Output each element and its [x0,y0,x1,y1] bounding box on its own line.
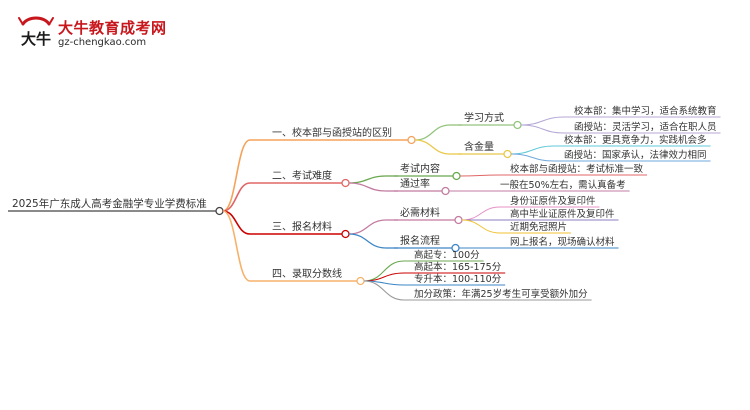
connector-line [510,145,555,155]
connector-line [222,182,251,212]
connector-line [348,233,387,249]
connector-line [222,210,251,282]
connector-line [348,175,387,184]
connector-line [414,139,451,155]
site-logo[interactable]: 大牛 大牛教育成考网 gz-chengkao.com [18,14,178,54]
leaf-topic: 函授站：灵活学习，适合在职人员 [574,121,717,133]
node-dot [441,186,450,196]
subtopic-2-2: 通过率 [400,177,430,190]
leaf-topic: 函授站：国家承认，法律效力相同 [564,149,707,161]
subtopic-1-2: 含金量 [464,140,494,153]
connector-line [222,139,251,212]
connector-line [348,182,387,192]
connector-line [461,219,501,234]
node-dot [454,215,463,225]
branch-topic-3: 三、报名材料 [272,220,332,233]
leaf-topic: 高起本：165-175分 [414,261,502,273]
leaf-topic: 加分政策：年满25岁考生可享受额外加分 [414,288,588,300]
connector-line [520,116,565,126]
leaf-topic: 高中毕业证原件及复印件 [510,208,615,220]
leaf-topic: 校本部：集中学习，适合系统教育 [574,105,717,117]
subtopic-1-1: 学习方式 [464,111,504,124]
connector-line [363,260,405,282]
subtopic-3-1: 必需材料 [400,206,440,219]
leaf-topic: 专升本：100-110分 [414,273,502,285]
subtopic-2-1: 考试内容 [400,162,440,175]
connector-line [510,153,555,162]
leaf-topic: 校本部：更具竞争力，实践机会多 [564,134,707,146]
svg-text:大牛: 大牛 [21,30,51,48]
bull-logo-icon: 大牛 [18,16,54,48]
logo-title: 大牛教育成考网 [58,19,167,37]
node-dot [341,229,350,239]
node-dot [356,276,365,286]
leaf-topic: 高起专：100分 [414,249,480,261]
node-dot [513,120,522,130]
leaf-topic: 网上报名，现场确认材料 [510,236,615,248]
node-dot [341,178,350,188]
branch-topic-1: 一、校本部与函授站的区别 [272,126,392,139]
leaf-topic: 近期免冠照片 [510,221,567,233]
leaf-topic: 身份证原件及复印件 [510,195,596,207]
node-dot [407,135,416,145]
branch-topic-2: 二、考试难度 [272,169,332,182]
connector-line [348,219,387,235]
logo-url: gz-chengkao.com [58,37,147,48]
leaf-topic: 一般在50%左右，需认真备考 [500,179,626,191]
root-topic: 2025年广东成人高考金融学专业学费标准 [12,197,207,210]
branch-topic-4: 四、录取分数线 [272,267,342,280]
connector-line [520,124,565,134]
node-dot [503,149,512,159]
subtopic-3-2: 报名流程 [400,234,440,247]
connector-line [459,174,501,177]
connector-line [461,206,501,221]
connector-line [414,124,451,141]
leaf-topic: 校本部与函授站：考试标准一致 [510,163,644,175]
node-dot [215,206,224,216]
connector-line [363,280,405,301]
node-dot [452,171,461,181]
